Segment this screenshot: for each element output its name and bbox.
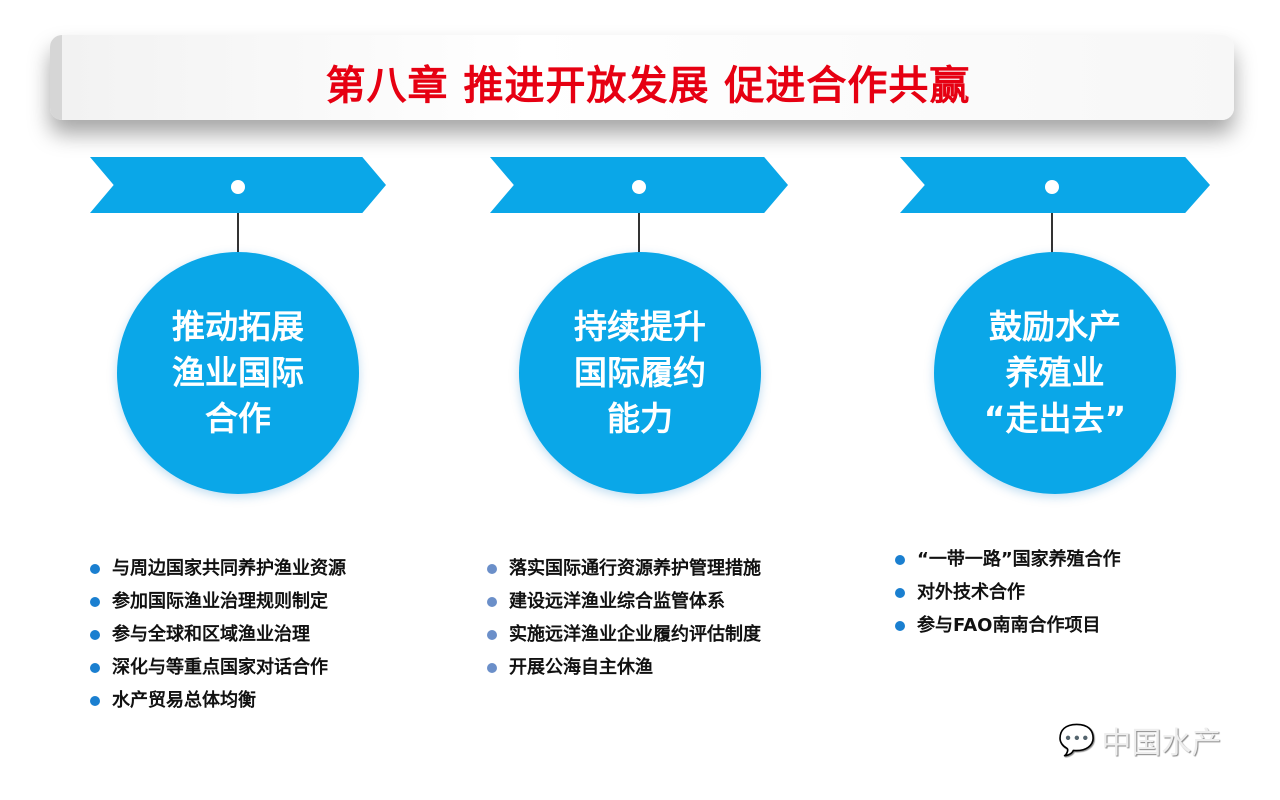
list-item: 参与全球和区域渔业治理 — [90, 618, 346, 651]
list-item: 参加国际渔业治理规则制定 — [90, 585, 346, 618]
page-title: 第八章 推进开放发展 促进合作共赢 — [325, 63, 971, 109]
topic-circle-1: 推动拓展 渔业国际 合作 — [117, 252, 359, 494]
list-item-text: 与周边国家共同养护渔业资源 — [112, 558, 346, 579]
dot-icon — [1045, 180, 1059, 194]
watermark: 💬 中国水产 — [1058, 718, 1221, 762]
watermark-text: 中国水产 — [1101, 726, 1222, 761]
bullet-icon — [487, 662, 497, 673]
list-item-text: 对外技术合作 — [917, 582, 1025, 603]
bullet-icon — [90, 662, 100, 673]
bullet-list-1: 与周边国家共同养护渔业资源 参加国际渔业治理规则制定 参与全球和区域渔业治理 深… — [90, 552, 346, 717]
circle-text: 持续提升 — [574, 307, 706, 346]
bullet-icon — [895, 554, 905, 565]
list-item: 落实国际通行资源养护管理措施 — [487, 552, 761, 585]
bullet-icon — [487, 596, 497, 607]
circle-text: 鼓励水产 — [989, 307, 1121, 346]
list-item: 水产贸易总体均衡 — [90, 684, 346, 717]
circle-text: 国际履约 — [574, 353, 706, 392]
list-item: 实施远洋渔业企业履约评估制度 — [487, 618, 761, 651]
list-item: “一带一路”国家养殖合作 — [895, 543, 1121, 576]
list-item-text: 开展公海自主休渔 — [509, 657, 653, 678]
list-item: 开展公海自主休渔 — [487, 651, 761, 684]
wechat-icon: 💬 — [1058, 722, 1096, 758]
connector-line — [638, 213, 640, 253]
circle-text: 能力 — [607, 399, 673, 438]
list-item-text: 落实国际通行资源养护管理措施 — [509, 558, 761, 579]
circle-text: 推动拓展 — [172, 307, 304, 346]
connector-line — [1051, 213, 1053, 253]
bullet-list-2: 落实国际通行资源养护管理措施 建设远洋渔业综合监管体系 实施远洋渔业企业履约评估… — [487, 552, 761, 684]
connector-line — [237, 213, 239, 253]
list-item: 参与FAO南南合作项目 — [895, 609, 1121, 642]
circle-text: 养殖业 — [1005, 353, 1105, 392]
list-item-text: 参与全球和区域渔业治理 — [112, 624, 310, 645]
list-item-text: 深化与等重点国家对话合作 — [112, 657, 328, 678]
list-item: 与周边国家共同养护渔业资源 — [90, 552, 346, 585]
list-item-text: 参加国际渔业治理规则制定 — [112, 591, 328, 612]
title-bar: 第八章 推进开放发展 促进合作共赢 — [50, 35, 1234, 120]
list-item: 对外技术合作 — [895, 576, 1121, 609]
list-item: 深化与等重点国家对话合作 — [90, 651, 346, 684]
list-item-text: 参与FAO南南合作项目 — [917, 615, 1101, 636]
bullet-icon — [895, 587, 905, 598]
list-item-text: 实施远洋渔业企业履约评估制度 — [509, 624, 761, 645]
circle-text: 合作 — [205, 399, 271, 438]
bullet-icon — [895, 620, 905, 631]
bullet-icon — [90, 596, 100, 607]
circle-text: 渔业国际 — [172, 353, 304, 392]
bullet-icon — [90, 629, 100, 640]
topic-circle-2: 持续提升 国际履约 能力 — [519, 252, 761, 494]
list-item-text: “一带一路”国家养殖合作 — [917, 549, 1121, 570]
bullet-icon — [90, 563, 100, 574]
bullet-icon — [90, 695, 100, 706]
bullet-list-3: “一带一路”国家养殖合作 对外技术合作 参与FAO南南合作项目 — [895, 543, 1121, 642]
circle-text: “走出去” — [983, 399, 1127, 438]
bullet-icon — [487, 563, 497, 574]
topic-circle-3: 鼓励水产 养殖业 “走出去” — [934, 252, 1176, 494]
list-item: 建设远洋渔业综合监管体系 — [487, 585, 761, 618]
dot-icon — [231, 180, 245, 194]
list-item-text: 水产贸易总体均衡 — [112, 690, 256, 711]
bullet-icon — [487, 629, 497, 640]
list-item-text: 建设远洋渔业综合监管体系 — [509, 591, 725, 612]
dot-icon — [632, 180, 646, 194]
